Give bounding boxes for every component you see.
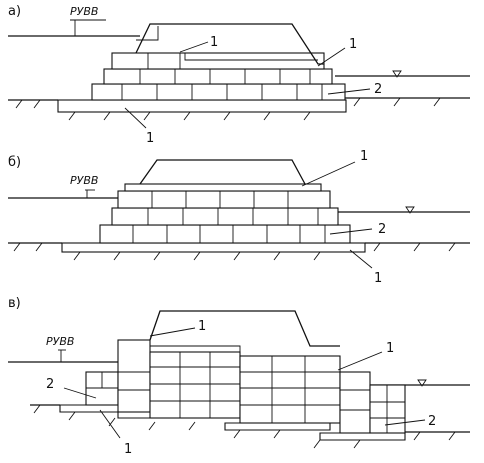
panel-c-left-toe-blocks bbox=[85, 371, 119, 406]
panel-c-water-mark-icon bbox=[417, 379, 427, 387]
panel-a-ground-hatching bbox=[15, 97, 441, 121]
panel-c-leader-1c bbox=[99, 409, 121, 439]
panel-a-ruvv-label: РУВВ bbox=[70, 5, 98, 18]
panel-c: в) РУВВ bbox=[8, 296, 470, 457]
panel-a-block-row-1 bbox=[91, 83, 346, 101]
panel-c-callout-2a: 2 bbox=[46, 377, 54, 392]
panel-c-crown bbox=[149, 310, 340, 347]
panel-c-leader-2b bbox=[384, 419, 426, 426]
panel-a-callout-1b: 1 bbox=[349, 37, 357, 52]
panel-a-parapet bbox=[136, 26, 159, 41]
panel-c-left-column bbox=[117, 339, 151, 413]
panel-b: б) РУВВ bbox=[8, 149, 470, 286]
panel-a-water-mark-icon bbox=[392, 70, 402, 78]
panel-a-callout-1a: 1 bbox=[210, 35, 218, 50]
panel-b-leader-2 bbox=[329, 228, 373, 235]
panel-a-leader-2 bbox=[327, 88, 371, 95]
panel-b-ground-hatching bbox=[13, 242, 456, 261]
panel-b-leader-1a bbox=[301, 161, 356, 187]
panel-c-crown-ledge bbox=[150, 345, 241, 352]
panel-c-main-body bbox=[149, 351, 406, 434]
panel-b-callout-1a: 1 bbox=[360, 149, 368, 164]
panel-a: а) РУВВ bbox=[8, 4, 470, 146]
panel-c-leader-2a bbox=[63, 387, 97, 399]
panel-b-block-row-2 bbox=[111, 207, 339, 226]
panel-b-label: б) bbox=[8, 155, 21, 170]
panel-c-leader-1a bbox=[149, 327, 196, 337]
panel-a-crown bbox=[135, 23, 324, 65]
panel-a-leader-1b bbox=[317, 47, 346, 67]
panel-b-foundation-bed bbox=[61, 242, 366, 253]
panel-b-water-mark-icon bbox=[405, 206, 415, 214]
panel-c-ground-hatching bbox=[33, 404, 456, 449]
panel-c-callout-1a: 1 bbox=[198, 319, 206, 334]
panel-b-cap-slab bbox=[124, 183, 322, 192]
panel-b-callout-1b: 1 bbox=[374, 271, 382, 286]
panel-a-crown-inner bbox=[184, 53, 318, 61]
panel-b-leader-1b bbox=[349, 249, 373, 269]
panel-c-foundation-bed-3 bbox=[224, 422, 331, 431]
panel-c-callout-1c: 1 bbox=[124, 442, 132, 457]
panel-b-crown bbox=[139, 159, 306, 185]
panel-a-foundation-bed bbox=[57, 99, 347, 113]
panel-c-callout-1b: 1 bbox=[386, 341, 394, 356]
panel-a-callout-2: 2 bbox=[374, 82, 382, 97]
panel-a-leader-1a bbox=[179, 41, 209, 53]
panel-b-callout-2: 2 bbox=[378, 222, 386, 237]
panel-c-callout-2b: 2 bbox=[428, 414, 436, 429]
panel-b-block-row-3 bbox=[117, 190, 331, 209]
panel-b-ruvv-label: РУВВ bbox=[70, 174, 98, 187]
panel-b-block-row-1 bbox=[99, 224, 351, 244]
panel-c-label: в) bbox=[8, 296, 21, 311]
panel-c-leader-1b bbox=[337, 351, 383, 371]
panel-a-block-row-2 bbox=[103, 68, 333, 85]
panel-a-leader-1c bbox=[124, 107, 147, 129]
panel-a-label: а) bbox=[8, 4, 21, 19]
panel-a-block-row-3 bbox=[111, 52, 325, 70]
panel-c-ruvv-label: РУВВ bbox=[46, 335, 74, 348]
panel-c-foundation-bed-4 bbox=[319, 432, 406, 441]
panel-a-callout-1c: 1 bbox=[146, 131, 154, 146]
